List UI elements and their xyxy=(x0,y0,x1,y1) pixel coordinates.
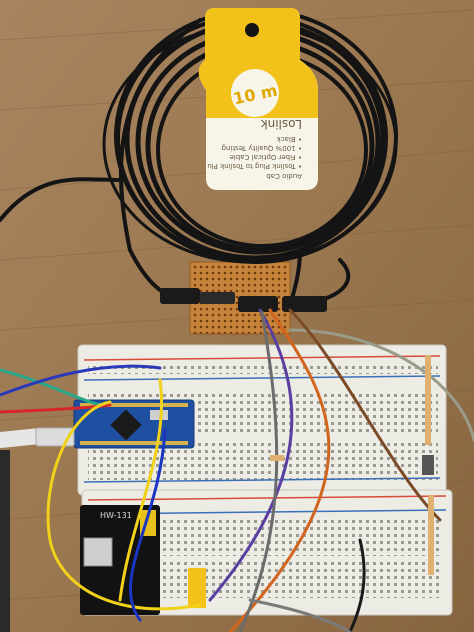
tag-line-5: • Black xyxy=(276,135,302,143)
tag-brand: Loslink xyxy=(261,117,302,131)
tag-line-3: • Fiber Optical Cable xyxy=(230,153,303,161)
left-device xyxy=(0,450,10,632)
cable-tag: 10 m Audio Cab • Toslink Plug to Toslink… xyxy=(198,8,318,190)
tag-line-1: Audio Cab xyxy=(266,172,302,180)
tag-length-badge xyxy=(231,69,279,117)
power-module: HW-131 xyxy=(80,505,206,615)
toslink-plugs xyxy=(160,288,327,312)
resistors xyxy=(270,355,434,575)
jumper-wires xyxy=(0,308,474,632)
tag-hole xyxy=(245,23,259,37)
tag-line-4: • 100% Quality Testing xyxy=(222,144,302,152)
tag-line-2: • Toslink Plug to Toslink Plu xyxy=(207,162,302,170)
power-module-label: HW-131 xyxy=(100,511,132,520)
breadboard-top xyxy=(77,344,447,496)
